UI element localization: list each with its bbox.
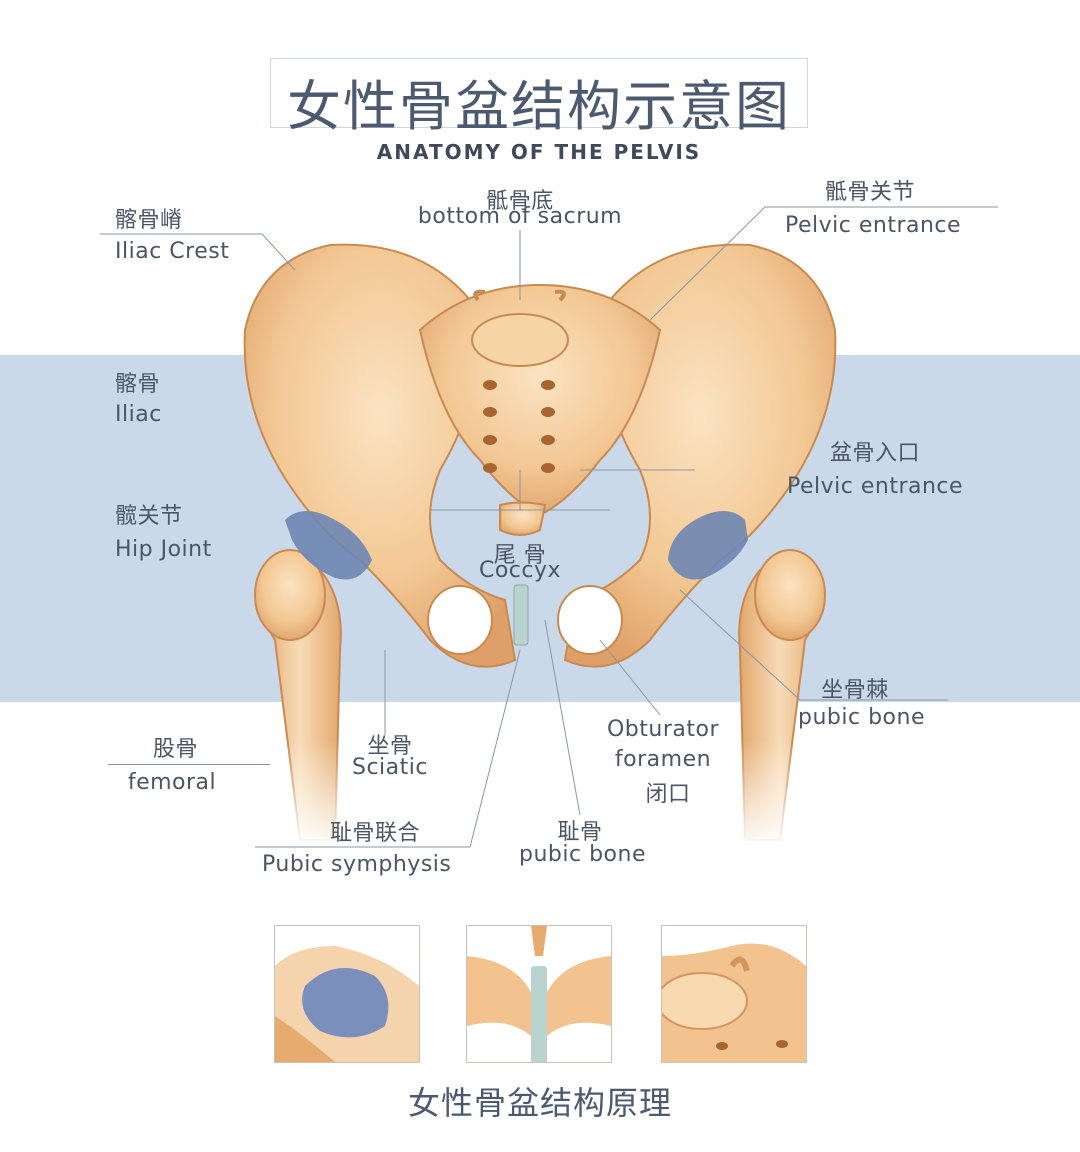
label-obturator-en-2: foramen <box>614 747 712 772</box>
hip-joint-left <box>285 511 372 580</box>
label-coccyx-cn: 尾 骨 <box>493 543 547 568</box>
label-sciatic-en: Sciatic <box>352 755 428 780</box>
label-sacrum-bottom-cn: 骶骨底 <box>486 189 554 214</box>
coccyx <box>499 501 547 536</box>
sacrum <box>418 283 662 517</box>
label-ischial-spine-cn: 坐骨棘 <box>821 678 889 703</box>
label-iliac-en: Iliac <box>115 402 162 427</box>
detail-pubic-symphysis <box>466 925 612 1063</box>
label-pubic-bone-cn: 耻骨 <box>557 820 603 845</box>
detail-hip-joint <box>274 925 420 1063</box>
label-sacral-joint-cn: 骶骨关节 <box>824 180 915 205</box>
page-subtitle: ANATOMY OF THE PELVIS <box>376 140 702 164</box>
label-hip-joint-en: Hip Joint <box>115 537 212 562</box>
label-pelvic-entrance-cn: 盆骨入口 <box>829 441 920 466</box>
label-sacral-joint-en: Pelvic entrance <box>785 213 962 238</box>
label-femoral-cn: 股骨 <box>152 737 198 762</box>
label-femoral-en: femoral <box>127 770 217 795</box>
label-ischial-spine-en: pubic bone <box>798 705 925 730</box>
label-sacrum-bottom-en: bottom of sacrum <box>417 204 623 229</box>
femoral-underline <box>108 764 270 765</box>
label-obturator-en-1: Obturator <box>606 717 719 742</box>
hip-joint-right <box>668 511 748 580</box>
obturator-foramen-right <box>557 585 623 655</box>
label-pubic-bone-en: pubic bone <box>519 842 646 867</box>
label-hip-joint-cn: 髋关节 <box>115 504 183 529</box>
label-obturator-cn: 闭口 <box>645 782 691 807</box>
label-sciatic-cn: 坐骨 <box>367 734 413 759</box>
detail-sacrum <box>661 925 807 1063</box>
femur-fade <box>280 740 810 850</box>
label-iliac-crest-cn: 髂骨嵴 <box>115 208 183 233</box>
label-pubic-symphysis-cn: 耻骨联合 <box>329 821 420 846</box>
pubic-symphysis-disc <box>513 584 529 646</box>
caption: 女性骨盆结构原理 <box>407 1084 672 1122</box>
leader-lines <box>100 206 998 848</box>
title-frame <box>270 58 808 128</box>
label-coccyx-en: Coccyx <box>478 558 562 583</box>
obturator-foramen-left <box>427 585 493 655</box>
label-iliac-cn: 髂骨 <box>115 372 161 397</box>
label-pelvic-entrance-en: Pelvic entrance <box>787 474 964 499</box>
label-pubic-symphysis-en: Pubic symphysis <box>262 852 452 877</box>
page-title: 女性骨盆结构示意图 <box>287 75 791 138</box>
label-iliac-crest-en: Iliac Crest <box>115 239 230 264</box>
